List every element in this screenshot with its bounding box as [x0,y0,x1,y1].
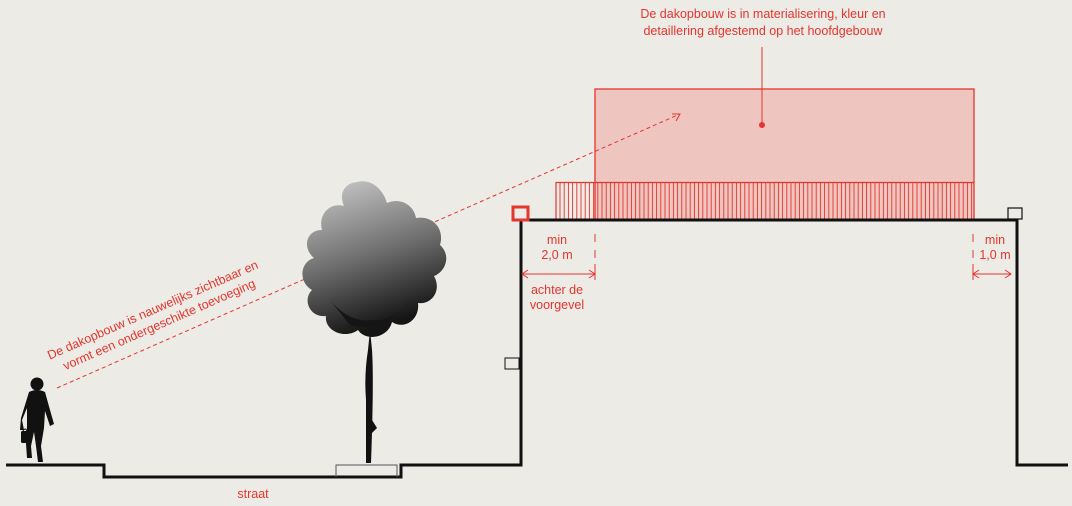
sight-line [56,113,681,389]
roof-railing [555,181,974,220]
tree-pit [335,464,398,477]
street-label: straat [237,487,269,501]
sight-line-arrowhead [672,113,681,122]
rooftop-extension-box [594,88,975,221]
top-note-dot [759,122,765,128]
top-note-line-1: De dakopbouw is in materialisering, kleu… [640,7,885,21]
ground-profile [6,218,1068,479]
front-setback-description: achter de voorgevel [520,283,594,313]
front-setback-min-value: 2,0 m [541,248,573,262]
front-parapet [511,205,530,222]
rear-setback-min-value: 1,0 m [979,248,1011,262]
front-setback-min-label: min 2,0 m [535,233,579,263]
front-setback-dimension [521,234,596,280]
rear-setback-min-label: min 1,0 m [976,233,1014,263]
front-setback-description-line-1: achter de [530,283,584,297]
front-setback-min-word: min [546,233,568,247]
sightline-note-line-1: De dakopbouw is nauwelijks zichtbaar en [45,258,260,363]
rear-parapet [1007,207,1023,220]
top-note-line-2: detaillering afgestemd op het hoofdgebou… [643,24,883,38]
tree-icon [302,181,447,463]
facade-element [504,357,520,370]
rear-setback-dimension [972,234,1012,280]
sightline-note-line-2: vormt een ondergeschikte toevoeging [61,276,258,373]
front-setback-description-line-2: voorgevel [529,298,585,312]
rear-setback-min-word: min [984,233,1006,247]
person-walking-icon [20,377,54,462]
